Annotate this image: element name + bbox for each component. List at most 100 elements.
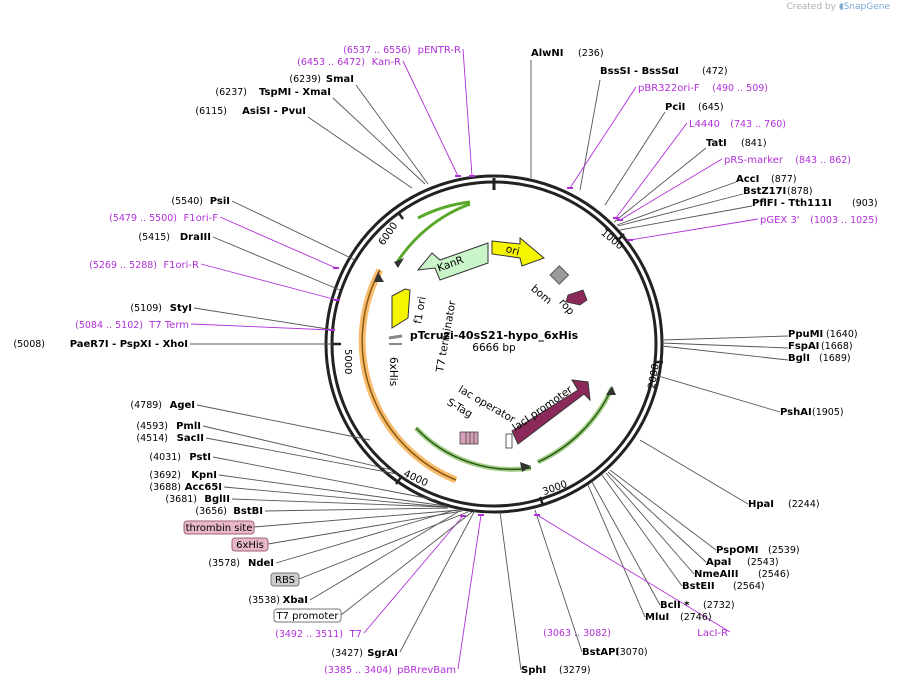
enzyme-position: (6237): [215, 87, 247, 98]
primer-leader: [457, 514, 482, 670]
primer-name: T7 Term: [148, 320, 189, 331]
primer-range: (5084 .. 5102): [75, 320, 143, 331]
enzyme-name: BstZ17I: [743, 186, 786, 197]
enzyme-name: SmaI: [326, 74, 354, 85]
enzyme-leader: [212, 456, 437, 501]
enzyme-leader: [661, 342, 789, 349]
green-arc-right-arrowhead: [606, 386, 616, 395]
enzyme-leader: [309, 511, 459, 601]
enzyme-leader: [355, 84, 429, 185]
primer-name: pBRrevBam: [397, 665, 456, 676]
enzyme-leader: [607, 471, 707, 563]
bom-label: bom: [528, 283, 554, 307]
enzyme-leader: [534, 509, 583, 653]
primer-leader: [629, 218, 759, 241]
primer-name: pENTR-R: [418, 45, 461, 56]
enzyme-name: MluI: [645, 612, 669, 623]
primer-name: T7: [349, 629, 362, 640]
enzyme-leader: [332, 97, 426, 185]
enzyme-position: (1689): [819, 353, 851, 364]
green-arc-lower-core: [415, 427, 532, 471]
enzyme-leader: [202, 425, 393, 471]
enzyme-position: (3656): [195, 506, 227, 517]
primer-range: (1003 .. 1025): [810, 215, 878, 226]
enzyme-name: KpnI: [191, 470, 217, 481]
enzyme-name: SphI: [521, 665, 546, 676]
kanr-segment-arrowhead: [394, 258, 404, 268]
primer-name: F1ori-R: [163, 260, 199, 271]
enzyme-name: TatI: [706, 138, 727, 149]
enzyme-position: (5540): [171, 196, 203, 207]
snapgene-logo-icon: ◖: [838, 2, 844, 12]
enzyme-leader: [604, 111, 666, 206]
plasmid-name: pTcruzi-40sS21-hypo_6xHis: [410, 329, 579, 342]
primer-range: (6453 .. 6472): [297, 57, 365, 68]
enzyme-leader: [264, 507, 449, 512]
enzyme-position: (903): [852, 198, 878, 209]
t7-promoter-box-label: T7 promoter: [275, 611, 339, 622]
enzyme-name: PstI: [189, 452, 211, 463]
enzyme-name: NmeAIII: [694, 569, 738, 580]
enzyme-position: (236): [578, 48, 604, 59]
kanr-segment-arrow: [394, 202, 471, 265]
tick-5000: 5000: [342, 349, 353, 374]
enzyme-name: PsiI: [210, 196, 230, 207]
enzyme-position: (3070): [616, 647, 648, 658]
leader-lines: [190, 48, 789, 671]
primer-leader: [619, 158, 723, 221]
primer-leader: [462, 48, 473, 177]
laci-promoter-box: [505, 433, 513, 449]
primer-leader: [363, 515, 464, 634]
primer-range: (843 .. 862): [795, 155, 851, 166]
enzyme-leader: [218, 474, 447, 507]
enzyme-name: ApaI: [706, 557, 731, 568]
laci-arrow: [511, 379, 591, 445]
enzyme-leader: [231, 498, 448, 508]
enzyme-leader: [205, 437, 398, 475]
his-feature-label: 6xHis: [387, 357, 399, 386]
enzyme-name: SgrAI: [367, 648, 398, 659]
rbs-box: [270, 572, 300, 587]
enzyme-leader: [307, 116, 413, 189]
enzyme-name: NdeI: [248, 558, 274, 569]
enzyme-name: PspOMI: [716, 545, 758, 556]
primer-name: pBR322ori-F: [638, 83, 700, 94]
primer-leader: [190, 323, 333, 331]
enzyme-position: (4593): [136, 421, 168, 432]
enzyme-name: BssSI - BssSαI: [600, 66, 679, 77]
orange-arc-core: [361, 269, 457, 481]
enzyme-leader: [196, 404, 371, 441]
label-layer: AlwNI(236)BssSI - BssSαI(472)PciI(645)Ta…: [13, 45, 878, 676]
enzyme-name: PshAI: [780, 407, 812, 418]
enzyme-name: BstBI: [233, 506, 263, 517]
enzyme-leader: [399, 509, 476, 653]
enzyme-position: (878): [787, 186, 813, 197]
enzyme-position: (841): [741, 138, 767, 149]
enzyme-position: (6239): [289, 74, 321, 85]
enzyme-name: PflFI - Tth111I: [752, 198, 832, 209]
ori-arrow: [491, 236, 545, 267]
primer-name: F1ori-F: [184, 213, 219, 224]
mcs-feature-block: [459, 431, 479, 445]
enzyme-leader: [616, 181, 737, 226]
enzyme-name: BglI: [788, 353, 810, 364]
primer-name: LacI-R: [697, 628, 728, 639]
ori-label: ori: [504, 243, 520, 258]
enzyme-position: (4514): [136, 433, 168, 444]
kanr-arrow: [416, 242, 489, 281]
enzyme-name: PaeR7I - PspXI - XhoI: [70, 339, 188, 350]
enzyme-leader: [617, 193, 744, 227]
enzyme-position: (3681): [165, 494, 197, 505]
orange-arc-arrowhead: [374, 272, 384, 282]
primer-leader: [200, 263, 338, 301]
f1ori-arrow: [391, 288, 411, 329]
enzyme-position: (2564): [733, 581, 765, 592]
primer-range: (6537 .. 6556): [343, 45, 411, 56]
enzyme-position: (2543): [747, 557, 779, 568]
enzyme-leader: [613, 147, 707, 223]
tick-6000: 6000: [377, 221, 401, 248]
enzyme-position: (472): [702, 66, 728, 77]
rbs-box-label: RBS: [275, 575, 295, 586]
enzyme-leader: [231, 200, 356, 261]
primer-leader: [219, 216, 337, 269]
